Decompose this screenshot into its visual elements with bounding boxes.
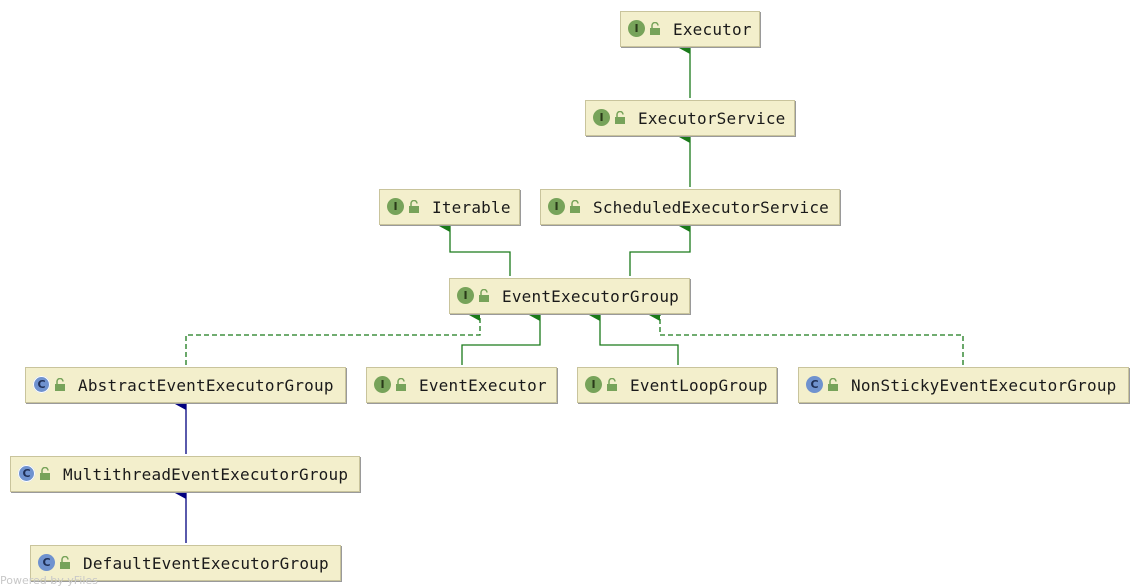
public-lock-icon [40, 467, 50, 480]
class-icon: C [38, 554, 55, 571]
abstract-class-icon: C [33, 376, 50, 393]
node-label: NonStickyEventExecutorGroup [851, 376, 1117, 395]
node-label: EventExecutor [419, 376, 547, 395]
node-event-executor-group[interactable]: I EventExecutorGroup [449, 278, 690, 314]
node-label: DefaultEventExecutorGroup [83, 554, 329, 573]
node-non-sticky-event-executor-group[interactable]: C NonStickyEventExecutorGroup [798, 367, 1129, 403]
edge-eventloopgroup-extends [589, 309, 679, 365]
node-executor-service[interactable]: I ExecutorService [585, 100, 795, 136]
node-label: MultithreadEventExecutorGroup [63, 465, 349, 484]
public-lock-icon [396, 378, 406, 391]
powered-by-watermark: Powered by yFiles [0, 574, 98, 587]
node-label: ExecutorService [638, 109, 786, 128]
edge-abstract-implements [185, 309, 481, 365]
edge-nonsticky-implements [649, 309, 964, 365]
node-event-executor[interactable]: I EventExecutor [366, 367, 557, 403]
node-iterable[interactable]: I Iterable [379, 189, 520, 225]
interface-icon: I [457, 287, 474, 304]
node-label: ScheduledExecutorService [593, 198, 829, 217]
public-lock-icon [570, 200, 580, 213]
node-multithread-event-executor-group[interactable]: C MultithreadEventExecutorGroup [10, 456, 360, 492]
public-lock-icon [60, 556, 70, 569]
interface-icon: I [593, 109, 610, 126]
node-label: AbstractEventExecutorGroup [78, 376, 334, 395]
node-label: Executor [673, 20, 752, 39]
interface-icon: I [628, 20, 645, 37]
node-default-event-executor-group[interactable]: C DefaultEventExecutorGroup [30, 545, 341, 581]
public-lock-icon [479, 289, 489, 302]
class-icon: C [806, 376, 823, 393]
node-executor[interactable]: I Executor [620, 11, 760, 47]
public-lock-icon [55, 378, 65, 391]
public-lock-icon [615, 111, 625, 124]
public-lock-icon [607, 378, 617, 391]
public-lock-icon [650, 22, 660, 35]
interface-icon: I [548, 198, 565, 215]
abstract-class-icon: C [18, 465, 35, 482]
interface-icon: I [374, 376, 391, 393]
edge-eventexecutorgroup-scheduled [629, 220, 691, 276]
node-label: EventExecutorGroup [502, 287, 679, 306]
public-lock-icon [828, 378, 838, 391]
node-label: EventLoopGroup [630, 376, 768, 395]
public-lock-icon [409, 200, 419, 213]
node-scheduled-executor-service[interactable]: I ScheduledExecutorService [540, 189, 840, 225]
node-abstract-event-executor-group[interactable]: C AbstractEventExecutorGroup [25, 367, 346, 403]
edge-eventexecutor-extends [461, 309, 541, 365]
node-event-loop-group[interactable]: I EventLoopGroup [577, 367, 777, 403]
interface-icon: I [585, 376, 602, 393]
interface-icon: I [387, 198, 404, 215]
node-label: Iterable [432, 198, 511, 217]
edge-eventexecutorgroup-iterable [439, 220, 511, 276]
